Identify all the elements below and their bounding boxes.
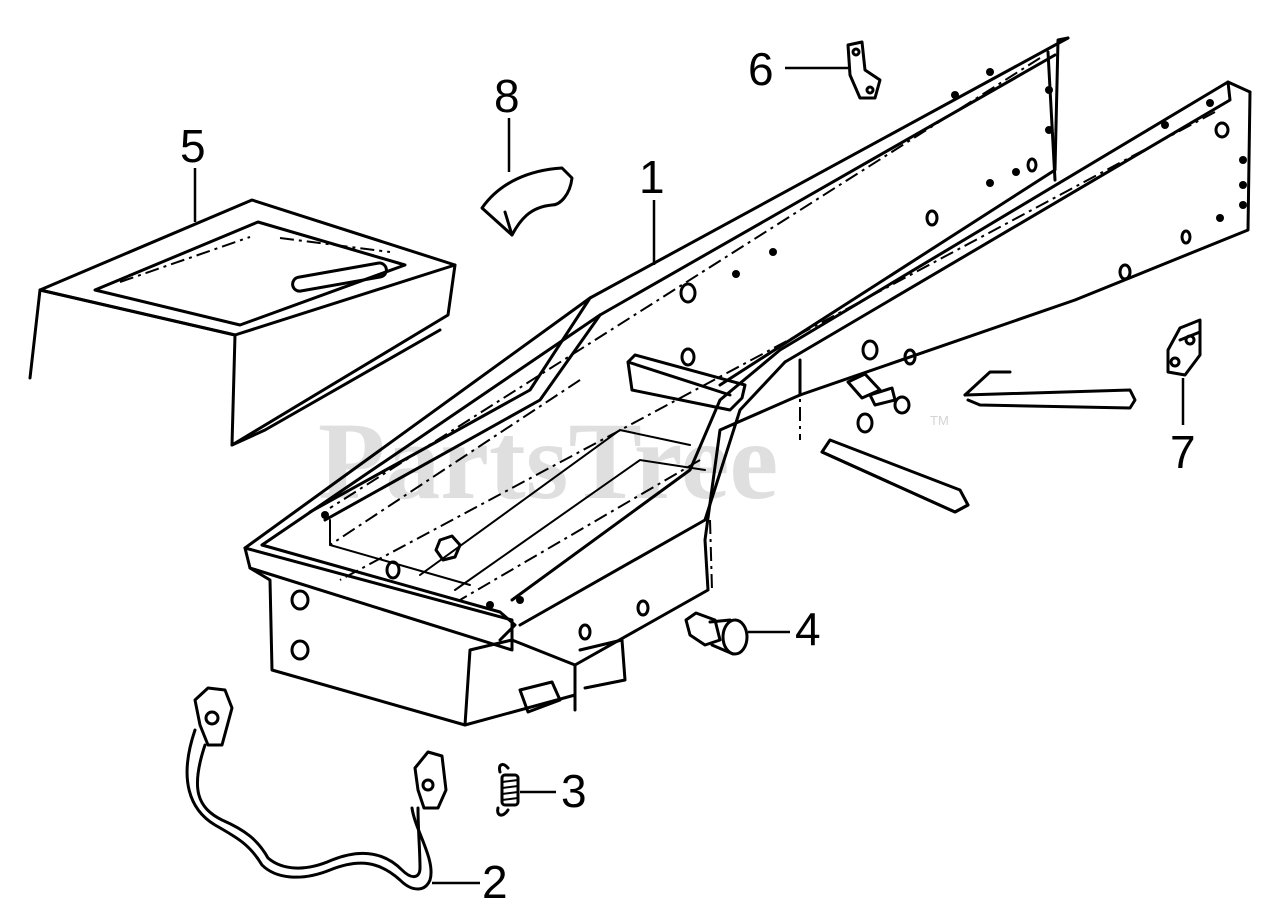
callout-5: 5: [180, 120, 206, 172]
part-2-lift-rod[interactable]: [185, 686, 480, 891]
callout-1: 1: [639, 151, 665, 203]
callout-6: 6: [748, 43, 774, 95]
part-5-cover[interactable]: [28, 168, 457, 447]
callout-3: 3: [561, 765, 587, 817]
callout-7: 7: [1170, 426, 1196, 478]
part-7-bracket[interactable]: [1166, 318, 1202, 425]
part-3-spring[interactable]: [496, 763, 556, 817]
callout-2: 2: [482, 856, 508, 908]
callout-4: 4: [795, 603, 821, 655]
callout-8: 8: [494, 70, 520, 122]
part-8-curved-plate[interactable]: [480, 118, 574, 237]
watermark-trademark: TM: [930, 413, 949, 428]
part-1-frame[interactable]: [243, 36, 1252, 727]
part-6-clip[interactable]: [785, 40, 882, 100]
watermark: PartsTree TM: [318, 400, 949, 522]
part-4-shoulder-bolt[interactable]: [684, 611, 790, 656]
